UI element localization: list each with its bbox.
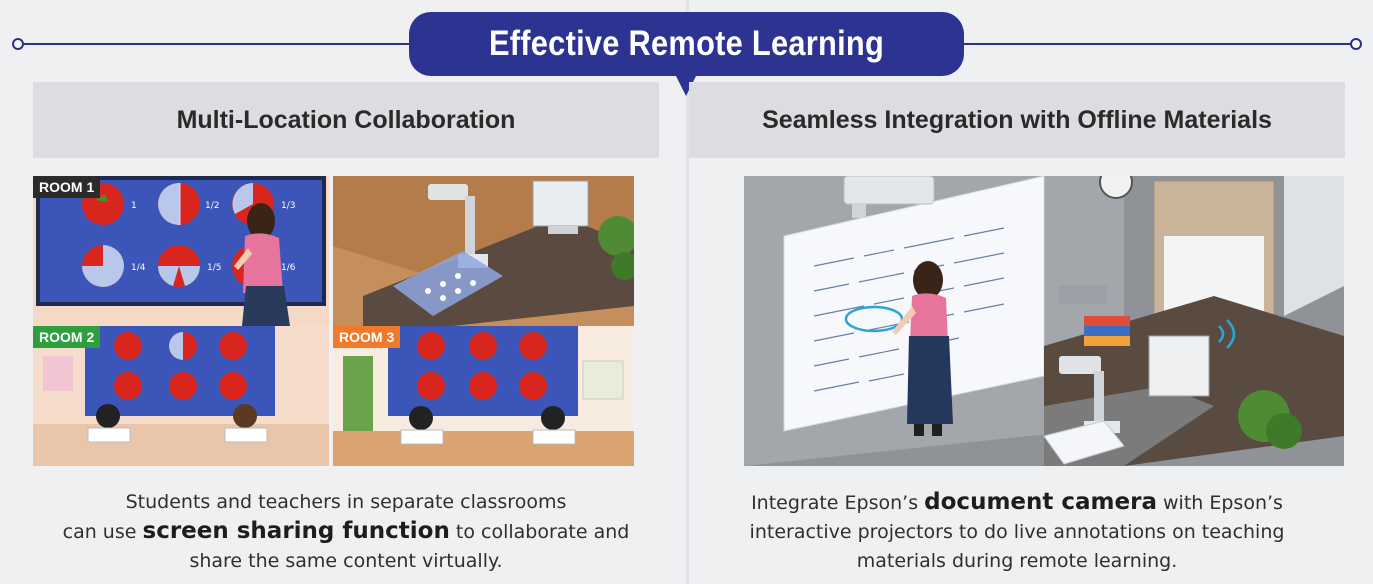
wifi-icon [1218,319,1236,349]
wall-clock [1099,176,1133,199]
room3-map [582,360,624,400]
ceiling-projector [843,176,935,218]
room1-fraction-labels: 1 1/2 1/3 1/4 1/5 1/6 [131,201,296,273]
left-caption-line1: Students and teachers in separate classr… [125,491,567,513]
left-subtitle: Multi-Location Collaboration [176,105,516,134]
classrooms-illustration: 1 1/2 1/3 1/4 1/5 1/6 [33,176,634,466]
room3-tag: ROOM 3 [333,326,401,348]
svg-text:1/5: 1/5 [207,263,221,273]
left-caption-line3: share the same content virtually. [189,550,503,572]
left-caption: Students and teachers in separate classr… [33,488,659,576]
header-rule-right [955,43,1351,45]
document-dots [425,273,476,301]
room2-apples [114,332,247,400]
page-title: Effective Remote Learning [488,24,885,63]
right-caption: Integrate Epson’s document camera with E… [689,488,1345,576]
plant [598,216,634,256]
books-stack [1059,286,1130,346]
svg-text:1: 1 [131,201,137,211]
right-subtitle-band: Seamless Integration with Offline Materi… [689,82,1345,158]
left-caption-line2-pre: can use [62,521,137,543]
projected-document [393,251,503,316]
title-banner: Effective Remote Learning [409,12,964,76]
monitor [532,180,589,234]
document-camera [1043,356,1125,465]
left-caption-line2: can use screen sharing function to colla… [33,517,659,547]
handwritten-equations [813,227,1005,392]
rule-end-dot-left [12,38,24,50]
room3-plant [343,356,373,436]
svg-text:1/4: 1/4 [131,263,146,273]
document-camera-emphasis: document camera [924,489,1157,515]
teacher [892,261,953,436]
offline-materials-illustration [744,176,1344,466]
rule-end-dot-right [1350,38,1362,50]
monitor-right [1148,319,1236,397]
left-subtitle-band: Multi-Location Collaboration [33,82,659,158]
room2-poster [43,356,73,391]
left-caption-line2-post: to collaborate and [455,521,630,543]
window [1153,176,1344,322]
multi-location-illustration: 1 1/2 1/3 1/4 1/5 1/6 [33,176,634,466]
header-rule-left [19,43,419,45]
svg-text:1/3: 1/3 [281,201,295,211]
room2-students [87,404,268,443]
room1-tag: ROOM 1 [33,176,101,198]
right-caption-line1: Integrate Epson’s document camera with E… [689,488,1345,518]
right-caption-line3: materials during remote learning. [856,550,1178,572]
right-caption-line1-pre: Integrate Epson’s [751,492,919,514]
room2-tag: ROOM 2 [33,326,101,348]
projector-classroom-illustration [744,176,1344,466]
room3-apples [417,332,547,400]
right-caption-line2: interactive projectors to do live annota… [749,521,1285,543]
svg-text:1/2: 1/2 [205,201,219,211]
right-subtitle: Seamless Integration with Offline Materi… [762,105,1272,134]
svg-text:1/6: 1/6 [281,263,296,273]
right-caption-line1-post: with Epson’s [1163,492,1283,514]
room1-teacher [234,203,290,326]
screen-sharing-emphasis: screen sharing function [142,518,450,544]
panel-divider [686,0,689,584]
room3-students [400,406,576,445]
